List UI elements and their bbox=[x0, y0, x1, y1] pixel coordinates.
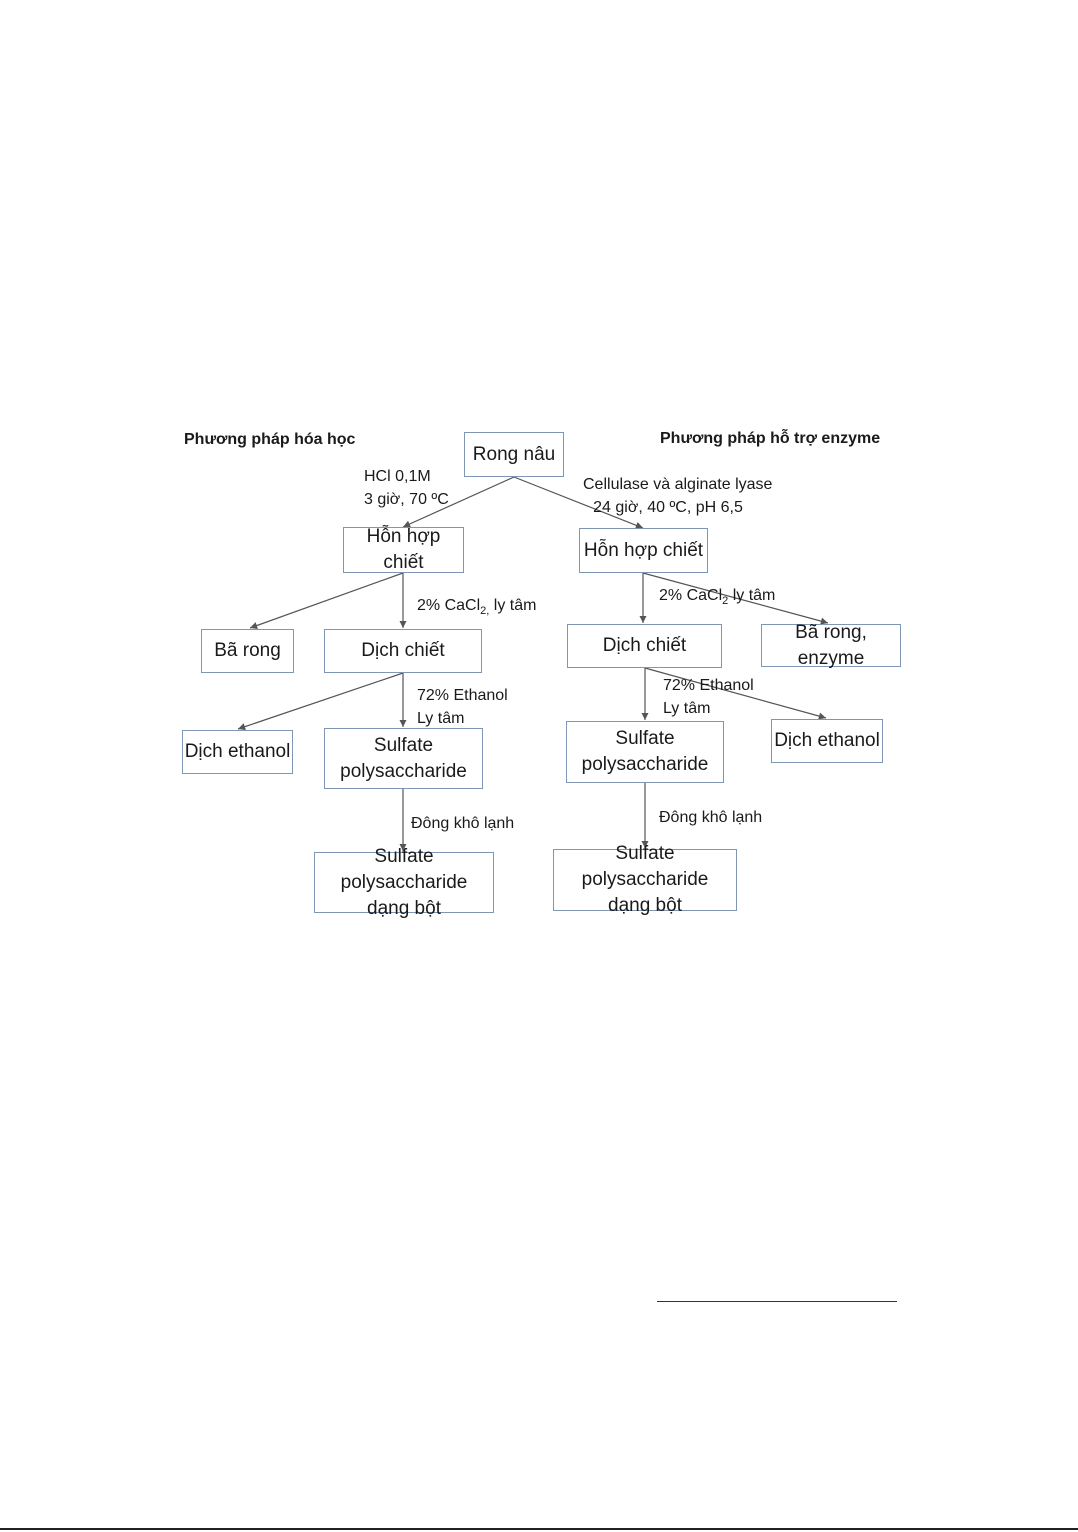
node-left-residue-label: Bã rong bbox=[214, 640, 281, 661]
label-right-cacl2: 2% CaCl2 ly tâm bbox=[659, 584, 775, 613]
node-rong-nau: Rong nâu bbox=[464, 432, 564, 477]
label-left-cacl2-sub: 2, bbox=[480, 605, 490, 618]
label-left-freeze-dry: Đông khô lạnh bbox=[411, 815, 515, 832]
left-method-header: Phương pháp hóa học bbox=[184, 431, 356, 448]
node-right-sulfate-polysaccharide: Sulfate polysaccharide bbox=[566, 721, 724, 783]
label-right-cacl2-pre: 2% CaCl bbox=[659, 587, 723, 604]
node-rong-nau-label: Rong nâu bbox=[472, 443, 556, 465]
label-left-cacl2: 2% CaCl2, ly tâm bbox=[417, 594, 536, 623]
node-right-powder: Sulfate polysaccharide dạng bột bbox=[553, 843, 737, 916]
right-method-header: Phương pháp hỗ trợ enzyme bbox=[660, 430, 881, 447]
label-left-cacl2-pre: 2% CaCl bbox=[417, 597, 481, 614]
node-right-residue: Bã rong, enzyme bbox=[761, 622, 901, 669]
node-right-sp-line2: polysaccharide bbox=[581, 754, 709, 775]
label-right-enzyme-line2: 24 giờ, 40 ºC, pH 6,5 bbox=[593, 499, 743, 516]
node-left-sp-line1: Sulfate bbox=[373, 734, 434, 756]
node-right-mix: Hỗn hợp chiết bbox=[579, 528, 708, 573]
node-right-ethanol-liquid-label: Dịch ethanol bbox=[774, 730, 880, 751]
arrow-right-mix-to-residue bbox=[642, 572, 829, 625]
node-right-ethanol-liquid: Dịch ethanol bbox=[771, 719, 883, 763]
arrow-left-mix-to-residue bbox=[249, 572, 404, 629]
node-left-powder: Sulfate polysaccharide dạng bột bbox=[314, 846, 494, 919]
node-left-sulfate-polysaccharide: Sulfate polysaccharide bbox=[324, 728, 483, 789]
label-left-ethanol-line1: 72% Ethanol bbox=[417, 687, 508, 704]
label-right-cacl2-sub: 2 bbox=[722, 595, 729, 608]
label-right-ethanol-line2: Ly tâm bbox=[663, 700, 711, 717]
node-left-ethanol-liquid-label: Dịch ethanol bbox=[184, 741, 291, 762]
arrow-right-extract-to-ethanol bbox=[644, 667, 827, 720]
label-left-cacl2-post: ly tâm bbox=[489, 597, 537, 614]
label-right-ethanol: 72% Ethanol Ly tâm bbox=[663, 674, 754, 720]
node-left-extract-label: Dịch chiết bbox=[361, 640, 445, 661]
node-left-sp-line2: polysaccharide bbox=[340, 760, 467, 782]
node-right-extract: Dịch chiết bbox=[567, 624, 722, 668]
node-right-mix-label: Hỗn hợp chiết bbox=[583, 539, 704, 561]
node-left-mix-label: Hỗn hợp chiết bbox=[366, 526, 441, 573]
label-right-cacl2-post: ly tâm bbox=[728, 587, 776, 604]
label-left-hcl-line2: 3 giờ, 70 ºC bbox=[364, 491, 449, 508]
label-right-ethanol-line1: 72% Ethanol bbox=[663, 677, 754, 694]
node-right-sp-line1: Sulfate bbox=[615, 728, 675, 749]
page-bottom-rule bbox=[0, 1528, 1078, 1530]
node-left-residue: Bã rong bbox=[201, 629, 294, 673]
label-left-hcl-line1: HCl 0,1M bbox=[364, 468, 431, 485]
node-left-extract: Dịch chiết bbox=[324, 629, 482, 673]
label-right-enzyme-line1: Cellulase và alginate lyase bbox=[583, 476, 773, 493]
arrow-root-to-right-mix bbox=[513, 476, 644, 529]
footnote-separator-line bbox=[657, 1301, 897, 1302]
label-right-enzyme: Cellulase và alginate lyase 24 giờ, 40 º… bbox=[583, 473, 772, 519]
label-left-ethanol: 72% Ethanol Ly tâm bbox=[417, 684, 508, 730]
node-right-powder-line1: Sulfate polysaccharide bbox=[581, 843, 709, 890]
node-right-residue-label: Bã rong, enzyme bbox=[795, 621, 867, 669]
arrow-root-to-left-mix bbox=[402, 476, 515, 528]
node-left-ethanol-liquid: Dịch ethanol bbox=[182, 730, 293, 774]
label-left-hcl: HCl 0,1M 3 giờ, 70 ºC bbox=[364, 465, 449, 511]
arrow-left-extract-to-ethanol bbox=[237, 672, 404, 731]
label-right-freeze-dry: Đông khô lạnh bbox=[659, 809, 763, 826]
node-left-mix: Hỗn hợp chiết bbox=[343, 526, 464, 573]
node-right-powder-line2: dạng bột bbox=[608, 895, 682, 916]
node-left-powder-line2: dạng bột bbox=[367, 897, 441, 919]
node-left-powder-line1: Sulfate polysaccharide bbox=[340, 845, 468, 893]
label-left-ethanol-line2: Ly tâm bbox=[417, 710, 465, 727]
node-right-extract-label: Dịch chiết bbox=[602, 635, 687, 656]
